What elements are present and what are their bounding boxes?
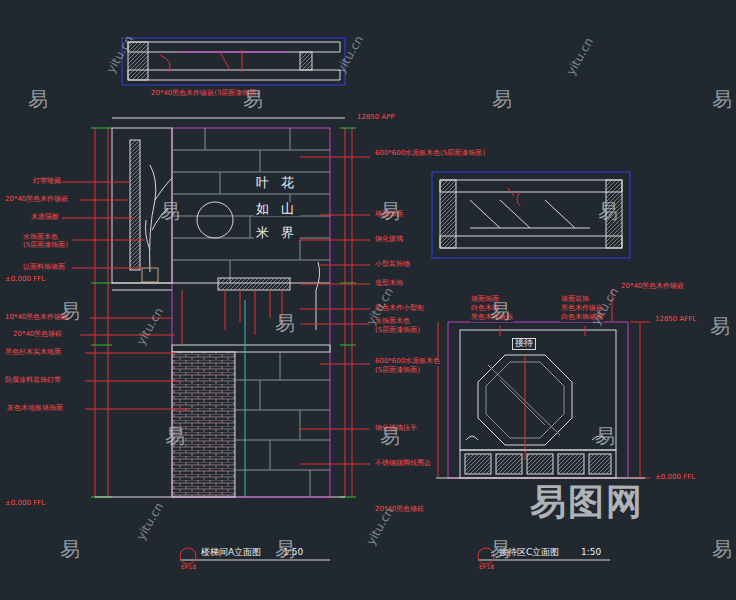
watermark-url: yitu.cn (364, 506, 396, 548)
watermark: 易 (28, 88, 48, 110)
watermark-url: yitu.cn (134, 306, 166, 348)
callout-text: 水饰面木色 (22, 234, 59, 242)
callout-text: ±0.000 FFL (4, 500, 46, 508)
drawing-title: 楼梯间A立面图 (200, 548, 262, 558)
wall-lettering: 如 山 (254, 202, 300, 216)
callout-text: 造型木饰 (374, 280, 404, 288)
watermark: 易 (490, 300, 510, 322)
watermark: 易 (60, 300, 80, 322)
callout-text: 防腐涂料装饰灯带 (4, 377, 62, 385)
callout-text: 黑色杉木实木地面 (4, 349, 62, 357)
drawing-tag: EP18 (180, 564, 197, 571)
callout-text: 12850 APP (356, 114, 396, 122)
callout-text: ±0.000 FFL (4, 276, 46, 284)
watermark-url: yitu.cn (134, 501, 166, 543)
callout-text: 20*40黑色墙砖 (12, 331, 63, 339)
watermark: 易 (595, 425, 615, 447)
wall-lettering: 米 界 (254, 226, 300, 240)
callout-text: (5层面漆饰面) (374, 327, 421, 335)
watermark-url: yitu.cn (104, 34, 136, 76)
callout-text: 以面料饰墙面 (22, 264, 66, 272)
watermark-url: yitu.cn (334, 34, 366, 76)
watermark: 易 (165, 425, 185, 447)
drawing-tag: EP18 (478, 564, 495, 571)
watermark-url: yitu.cn (564, 36, 596, 78)
callout-text: 12850 AFFL (654, 316, 697, 324)
watermark: 易 (160, 200, 180, 222)
callout-text: 小型装饰物 (374, 261, 411, 269)
sign-text: 接待 (512, 338, 536, 350)
callout-text: 灰色木地板墙饰面 (6, 405, 64, 413)
watermark: 易 (490, 538, 510, 560)
callout-text: 钢化玻璃 (374, 236, 404, 244)
watermark: 易 (243, 88, 263, 110)
callout-text: 10*40黑色木作镶嵌 (4, 314, 69, 322)
drawing-title: 1:50 (580, 548, 602, 558)
watermark: 易 (712, 538, 732, 560)
watermark: 易 (598, 200, 618, 222)
watermark: 易 (380, 425, 400, 447)
callout-text: 20*40黑色木作镶嵌 (4, 196, 69, 204)
callout-text: ±0.000 FFL (654, 474, 696, 482)
watermark: 易 (275, 312, 295, 334)
callout-text: 600*600水泥板木色(5层面漆饰面) (374, 150, 486, 158)
watermark: 易 (60, 538, 80, 560)
callout-text: 不锈钢踢脚线围边 (374, 460, 432, 468)
watermark: 易 (712, 88, 732, 110)
callout-text: 墙面装饰 (560, 296, 590, 304)
callout-text: (5层面漆饰面) (374, 367, 421, 375)
wall-lettering: 叶 花 (254, 176, 300, 190)
watermark: 易 (492, 88, 512, 110)
callout-text: 20*40黑色木作镶嵌 (620, 283, 685, 291)
watermark-logo: 易图网 (530, 482, 644, 522)
callout-text: (5层面漆饰面) (22, 242, 69, 250)
callout-text: 600*600水泥板木色 (374, 358, 441, 366)
watermark: 易 (275, 538, 295, 560)
callout-text: 灯带暗藏 (32, 178, 62, 186)
watermark: 易 (710, 315, 730, 337)
watermark: 易 (380, 200, 400, 222)
callout-text: 木质隔断 (30, 214, 60, 222)
